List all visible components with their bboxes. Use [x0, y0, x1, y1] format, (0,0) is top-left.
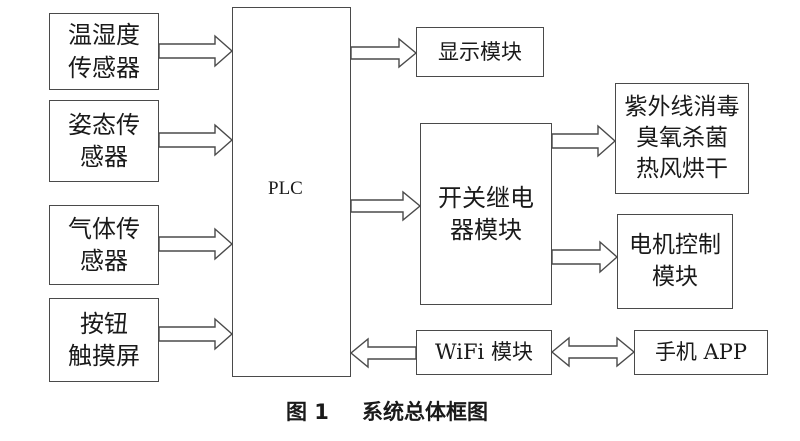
box-line: 紫外线消毒 [624, 93, 740, 120]
temperature-humidity-sensor-box: 温湿度 传感器 [49, 13, 159, 90]
relay-module-box: 开关继电 器模块 [420, 123, 552, 305]
box-line: 臭氧杀菌 [636, 124, 728, 151]
arrow-wifi-app-bidirectional [550, 336, 636, 368]
phone-app-box: 手机 APP [634, 330, 768, 375]
box-line: 手机 APP [654, 340, 748, 365]
box-line: 触摸屏 [68, 342, 140, 370]
box-line: WiFi 模块 [435, 340, 533, 365]
arrow-sensor1-to-plc [158, 34, 234, 68]
arrow-plc-to-relay [350, 190, 422, 222]
display-module-box: 显示模块 [416, 27, 544, 77]
figure-caption: 图 1 系统总体框图 [0, 392, 800, 432]
arrow-wifi-to-plc [349, 337, 417, 369]
box-line: 按钮 [80, 309, 128, 338]
box-line: 模块 [652, 263, 698, 290]
plc-box [232, 7, 351, 377]
box-line: 器模块 [450, 216, 522, 244]
arrow-sensor4-to-plc [158, 317, 234, 351]
box-line: 温湿度 [68, 21, 140, 50]
figure-label: 图 1 [286, 400, 329, 424]
box-line: 感器 [80, 247, 128, 275]
button-touchscreen-box: 按钮 触摸屏 [49, 298, 159, 382]
disinfection-box: 紫外线消毒 臭氧杀菌 热风烘干 [615, 83, 749, 194]
arrow-relay-to-disinfection [551, 124, 617, 158]
box-line: 气体传 [68, 214, 140, 243]
wifi-module-box: WiFi 模块 [416, 330, 552, 375]
box-line: 电机控制 [629, 232, 721, 259]
arrow-relay-to-motor [551, 240, 619, 274]
plc-label: PLC [268, 178, 303, 199]
figure-title: 系统总体框图 [362, 400, 488, 424]
gas-sensor-box: 气体传 感器 [49, 205, 159, 285]
arrow-sensor3-to-plc [158, 227, 234, 261]
arrow-plc-to-display [350, 37, 418, 69]
box-line: 显示模块 [438, 39, 522, 64]
box-line: 传感器 [68, 53, 140, 82]
box-line: 姿态传 [68, 110, 140, 139]
arrow-sensor2-to-plc [158, 123, 234, 157]
box-line: 开关继电 [438, 183, 534, 212]
box-line: 感器 [80, 143, 128, 171]
motor-control-box: 电机控制 模块 [617, 214, 733, 309]
box-line: 热风烘干 [636, 156, 728, 183]
